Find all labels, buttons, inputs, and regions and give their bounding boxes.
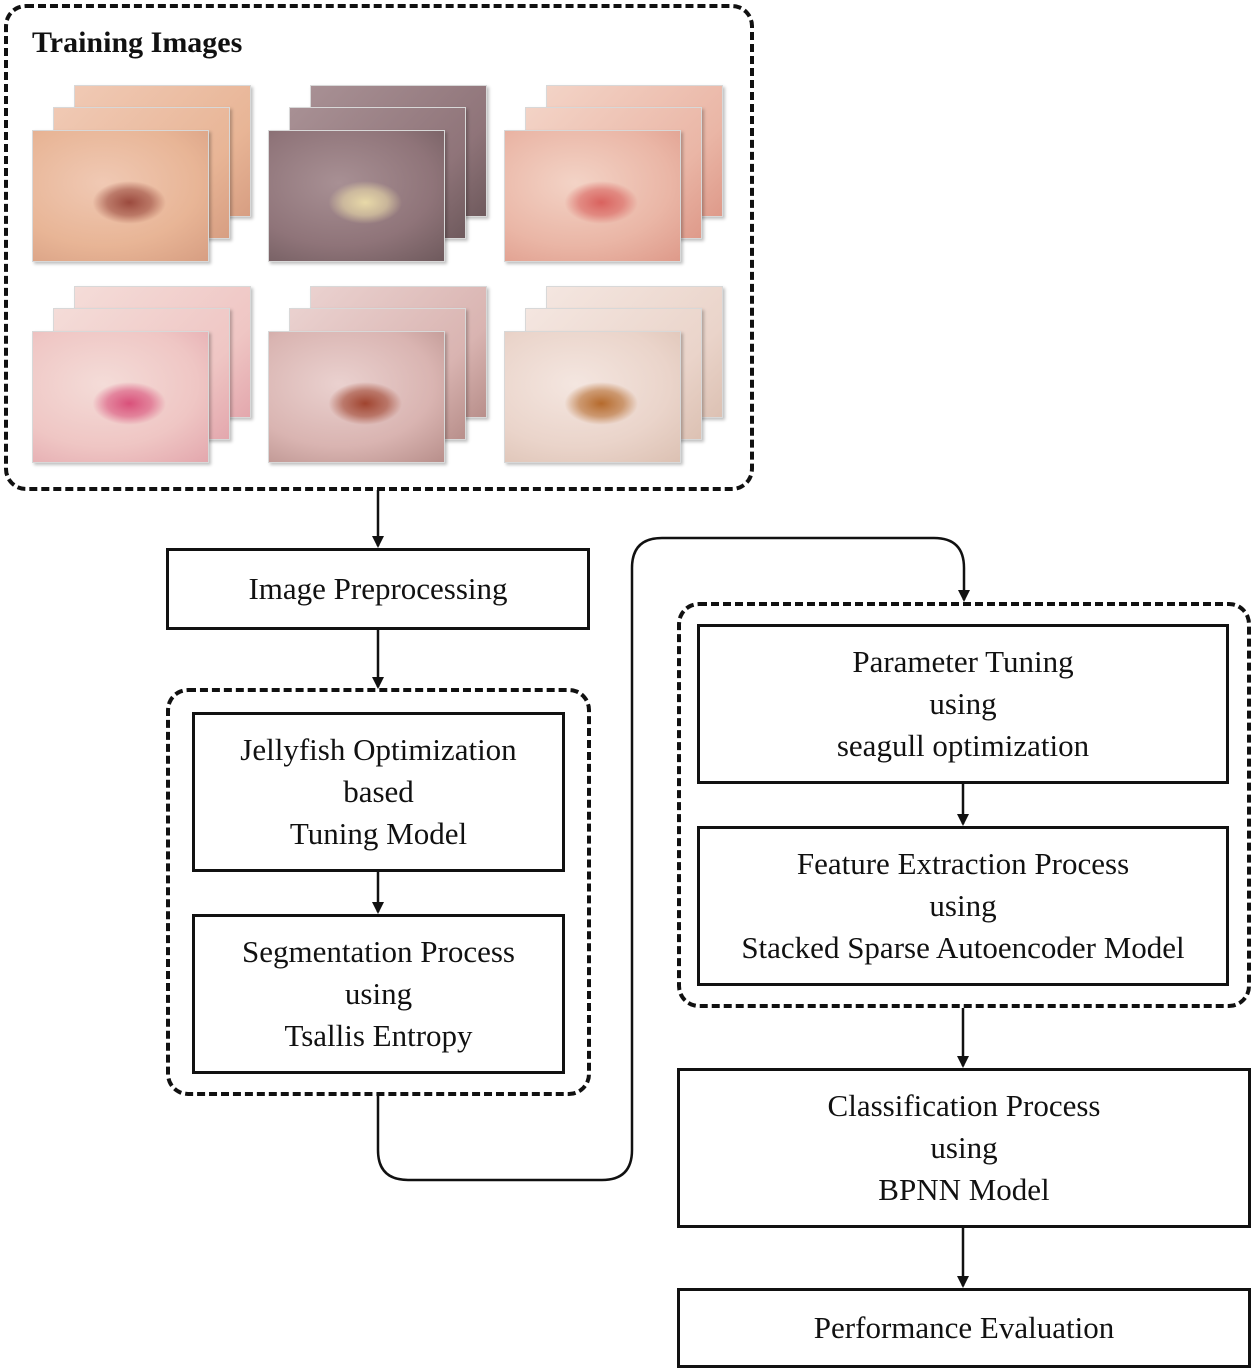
feature-extraction-line-2: using — [929, 888, 997, 923]
training-images-title: Training Images — [32, 26, 243, 59]
segmentation-line-3: Tsallis Entropy — [284, 1018, 473, 1053]
parameter-tuning-line-3: seagull optimization — [836, 728, 1090, 763]
thumbnail-layer — [32, 331, 209, 463]
training-images-group — [4, 4, 754, 491]
lesion-thumbnail-2 — [268, 85, 487, 262]
jellyfish-line-1: Jellyfish Optimization — [240, 732, 517, 767]
parameter-tuning-line-1: Parameter Tuning — [852, 644, 1074, 679]
classification-line-2: using — [930, 1130, 998, 1165]
lesion-thumbnail-3 — [504, 85, 723, 262]
parameter-tuning-line-2: using — [929, 686, 997, 721]
thumbnail-layer — [32, 130, 209, 262]
jellyfish-line-2: based — [343, 774, 414, 809]
segmentation-line-2: using — [344, 976, 413, 1011]
thumbnail-layer — [268, 130, 445, 262]
thumbnail-layer — [504, 130, 681, 262]
classification-line-1: Classification Process — [827, 1088, 1101, 1123]
lesion-thumbnail-6 — [504, 286, 723, 463]
feature-group — [677, 602, 1251, 1008]
lesion-thumbnail-5 — [268, 286, 487, 463]
segmentation-line-1: Segmentation Process — [242, 934, 515, 969]
segmentation-process-box: Segmentation Process using Tsallis Entro… — [192, 914, 565, 1074]
thumbnail-layer — [504, 331, 681, 463]
image-preprocessing-box: Image Preprocessing — [166, 548, 590, 630]
lesion-thumbnail-4 — [32, 286, 251, 463]
feature-extraction-line-3: Stacked Sparse Autoencoder Model — [741, 930, 1185, 965]
thumbnail-layer — [268, 331, 445, 463]
jellyfish-optimization-box: Jellyfish Optimization based Tuning Mode… — [192, 712, 565, 872]
connector-segmentation-to-parameter-tuning — [376, 536, 970, 1182]
classification-process-box: Classification Process using BPNN Model — [677, 1068, 1251, 1228]
segmentation-group — [166, 688, 591, 1096]
performance-evaluation-label: Performance Evaluation — [813, 1310, 1115, 1345]
feature-extraction-line-1: Feature Extraction Process — [796, 846, 1130, 881]
performance-evaluation-box: Performance Evaluation — [677, 1288, 1251, 1368]
feature-extraction-box: Feature Extraction Process using Stacked… — [697, 826, 1229, 986]
parameter-tuning-box: Parameter Tuning using seagull optimizat… — [697, 624, 1229, 784]
jellyfish-line-3: Tuning Model — [289, 816, 468, 851]
lesion-thumbnail-1 — [32, 85, 251, 262]
classification-line-3: BPNN Model — [878, 1172, 1050, 1207]
image-preprocessing-label: Image Preprocessing — [248, 571, 508, 606]
